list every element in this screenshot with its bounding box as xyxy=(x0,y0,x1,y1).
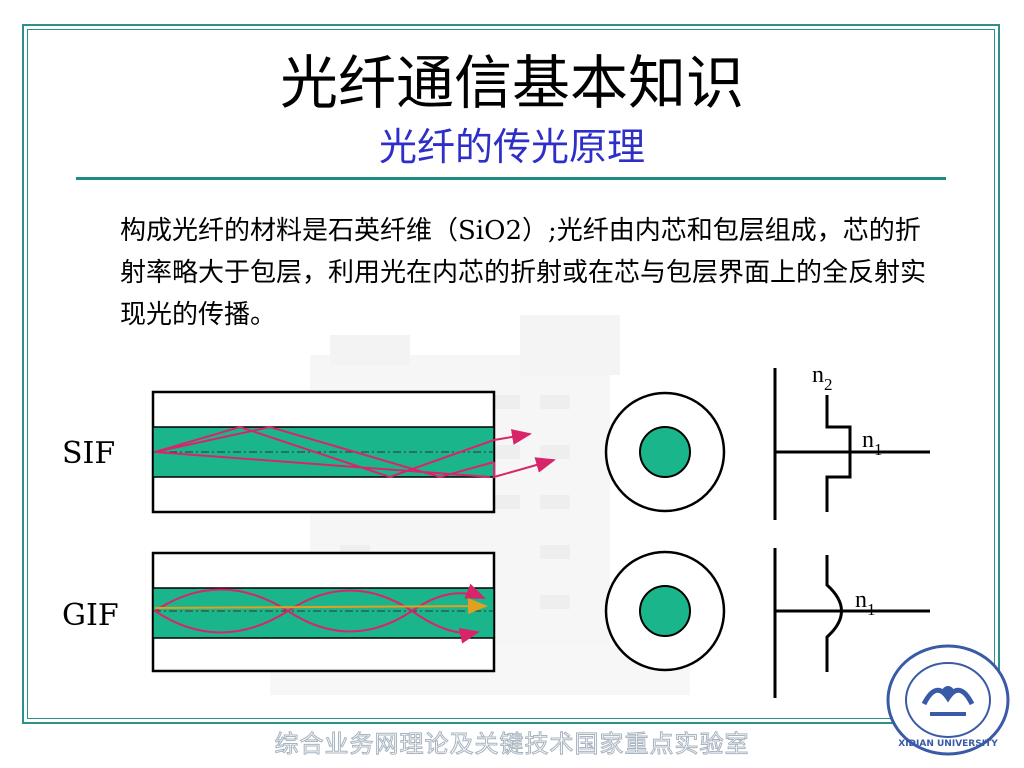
slide-subtitle: 光纤的传光原理 xyxy=(378,125,645,169)
sif-index-profile xyxy=(773,368,930,520)
footer-lab-name: 综合业务网理论及关键技术国家重点实验室 xyxy=(274,730,750,759)
university-seal-icon: XIDIAN UNIVERSITY xyxy=(886,644,1010,756)
n1-label-sif: n1 xyxy=(862,427,883,459)
slide-inner-border xyxy=(27,29,995,719)
n2-label: n2 xyxy=(812,362,833,394)
gif-fiber xyxy=(151,551,496,673)
sif-fiber xyxy=(151,390,496,514)
gif-index-profile xyxy=(773,548,930,698)
gif-label: GIF xyxy=(62,598,119,633)
n1-label-gif: n1 xyxy=(855,587,876,619)
gif-rays xyxy=(154,583,488,644)
sif-label: SIF xyxy=(62,436,116,471)
gif-cross-section xyxy=(604,550,726,672)
body-paragraph: 构成光纤的材料是石英纤维（SiO2）;光纤由内芯和包层组成，芯的折射率略大于包层… xyxy=(120,216,927,330)
sif-cross-section xyxy=(604,391,726,513)
title-divider xyxy=(76,177,946,180)
slide-title: 光纤通信基本知识 xyxy=(279,49,744,117)
sif-rays xyxy=(154,425,556,479)
svg-text:XIDIAN UNIVERSITY: XIDIAN UNIVERSITY xyxy=(898,739,998,749)
slide-outer-border xyxy=(22,24,1000,724)
